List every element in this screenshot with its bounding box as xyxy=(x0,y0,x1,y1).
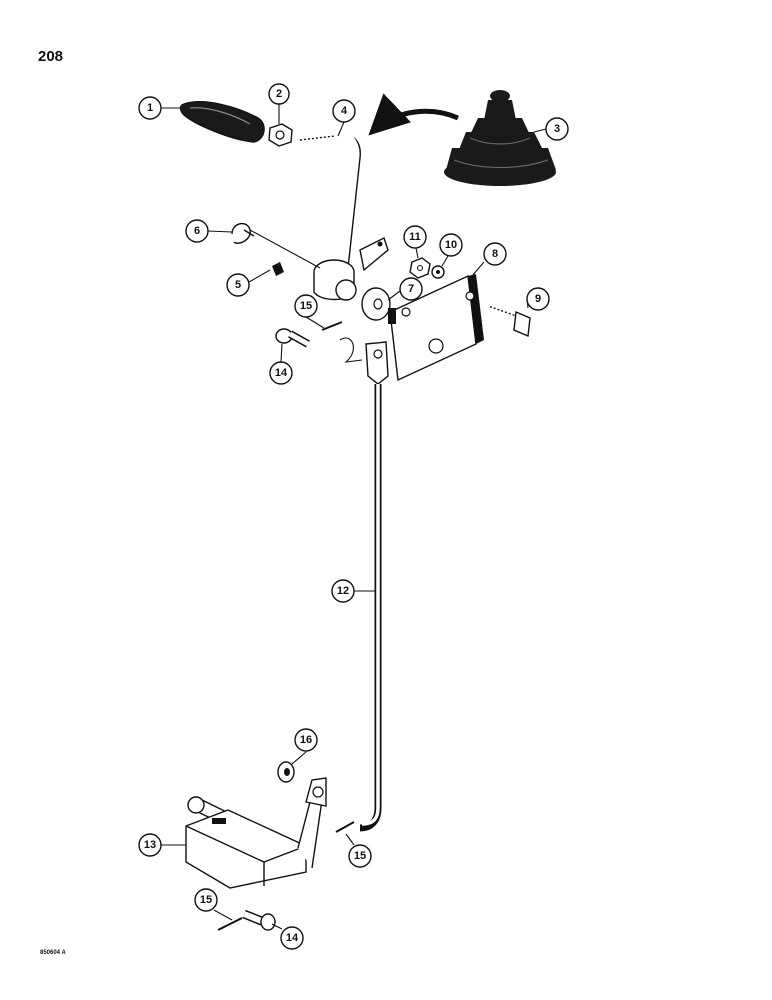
callout-16: 16 xyxy=(294,728,318,752)
callout-16-label: 16 xyxy=(300,734,312,746)
callout-15-upper-label: 15 xyxy=(300,300,312,312)
callout-1-label: 1 xyxy=(147,102,153,114)
upper-clevis xyxy=(365,341,389,385)
callout-13-label: 13 xyxy=(144,839,156,851)
control-rod xyxy=(359,384,382,832)
cotter-pin-upper xyxy=(321,321,363,363)
foot-pedal xyxy=(185,777,327,889)
control-lever xyxy=(299,131,389,301)
callout-15-middle-label: 15 xyxy=(354,850,366,862)
callout-13: 13 xyxy=(138,833,162,857)
callout-15-middle: 15 xyxy=(348,844,372,868)
hex-nut xyxy=(409,257,431,279)
callout-12-label: 12 xyxy=(337,585,349,597)
install-arrow xyxy=(368,93,459,136)
figure-code: 850604 A xyxy=(40,950,66,956)
callout-7-label: 7 xyxy=(408,283,414,295)
lock-washer xyxy=(431,265,445,279)
page-number: 208 xyxy=(38,48,64,65)
callout-14-upper-label: 14 xyxy=(275,367,288,379)
callout-9: 9 xyxy=(526,287,550,311)
callout-10: 10 xyxy=(439,233,463,257)
clevis-pin-lower xyxy=(242,909,276,931)
lower-washer xyxy=(277,761,295,783)
rubber-boot xyxy=(444,90,556,186)
callout-11-label: 11 xyxy=(409,231,421,243)
callout-3-label: 3 xyxy=(554,123,560,135)
callout-4-label: 4 xyxy=(341,105,348,117)
knob-handle xyxy=(179,101,265,143)
callout-6-label: 6 xyxy=(194,225,200,237)
callout-4: 4 xyxy=(332,99,356,123)
callout-2: 2 xyxy=(268,83,290,105)
callout-14-lower: 14 xyxy=(280,926,304,950)
callout-7: 7 xyxy=(399,277,423,301)
set-screw xyxy=(272,262,284,276)
retaining-clip xyxy=(231,223,255,244)
callout-5-label: 5 xyxy=(235,279,241,291)
cotter-pin-lower xyxy=(217,917,243,931)
jam-nut xyxy=(268,123,293,147)
callout-8: 8 xyxy=(483,242,507,266)
leader-lines xyxy=(161,104,547,930)
callout-2-label: 2 xyxy=(276,88,282,100)
callout-6: 6 xyxy=(185,219,209,243)
callout-14-upper: 14 xyxy=(269,361,293,385)
callout-8-label: 8 xyxy=(492,248,498,260)
callout-15-lower: 15 xyxy=(194,888,218,912)
cotter-pin-middle xyxy=(335,821,355,833)
callout-14-lower-label: 14 xyxy=(286,932,299,944)
clevis-pin-upper xyxy=(275,328,310,348)
callout-1: 1 xyxy=(138,96,162,120)
callout-15-upper: 15 xyxy=(294,294,318,318)
callout-15-lower-label: 15 xyxy=(200,894,212,906)
hex-bolt xyxy=(487,303,531,338)
mounting-plate xyxy=(388,274,484,382)
callout-12: 12 xyxy=(331,579,355,603)
callout-10-label: 10 xyxy=(445,239,457,251)
callout-3: 3 xyxy=(545,117,569,141)
callout-9-label: 9 xyxy=(535,293,541,305)
flat-washer xyxy=(361,287,391,321)
callout-5: 5 xyxy=(226,273,250,297)
callout-11: 11 xyxy=(403,225,427,249)
